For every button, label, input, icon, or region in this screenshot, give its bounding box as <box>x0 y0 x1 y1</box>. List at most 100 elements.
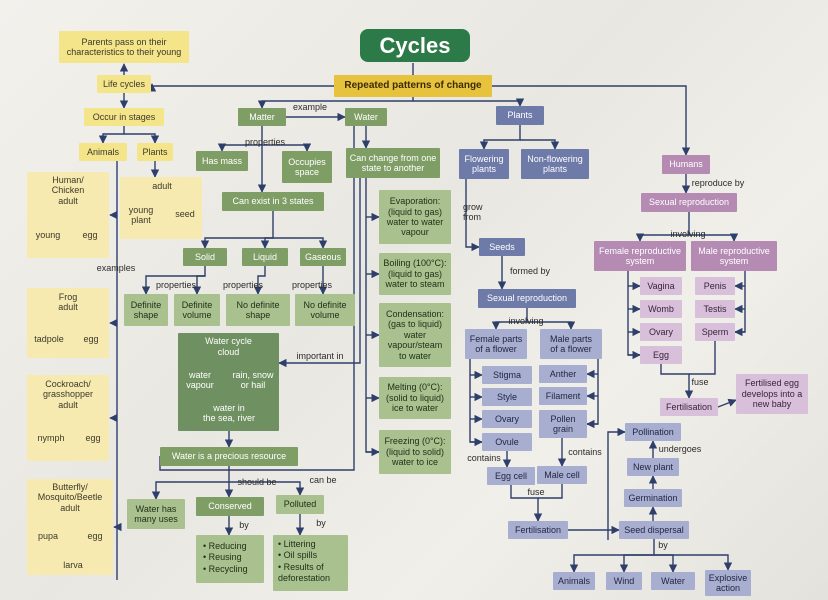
human-chicken-egg: egg <box>82 230 98 240</box>
occupies-space-node: Occupies space <box>282 151 332 183</box>
polluted-by-label: by <box>316 518 326 528</box>
seeds-node: Seeds <box>479 238 525 256</box>
water-cycle-box <box>178 333 279 431</box>
water-node: Water <box>345 108 387 126</box>
dispersal-animals-node: Animals <box>553 572 595 590</box>
repro-to-malesys <box>689 233 739 242</box>
butterfly-larva: larva <box>63 560 83 570</box>
conserved-by-label: by <box>239 520 249 530</box>
female-sys-spine <box>627 271 640 356</box>
matter-to-space <box>262 143 312 152</box>
dispersal-to-wind <box>619 554 654 573</box>
root-to-lifecycles <box>147 83 334 92</box>
plant-ovary-node: Ovary <box>482 410 532 428</box>
root-to-matter <box>257 97 414 109</box>
womb-node: Womb <box>640 300 682 318</box>
butterfly-title: Butterfly/ Mosquito/Beetle adult <box>37 482 103 513</box>
humans-node: Humans <box>662 155 710 174</box>
plant-involving-label: involving <box>508 316 544 326</box>
male-sys-spine <box>735 271 746 333</box>
animals-node: Animals <box>79 143 127 161</box>
formed-by-label: formed by <box>509 266 551 276</box>
examples-label: examples <box>96 263 136 273</box>
frog-title: Frog adult <box>58 292 78 313</box>
ovule-node: Ovule <box>482 433 532 451</box>
repro-to-male <box>527 321 576 330</box>
solid-to-shape <box>141 266 206 295</box>
human-ovary-node: Ovary <box>640 323 682 341</box>
stigma-node: Stigma <box>482 366 532 384</box>
precious-to-uses <box>151 466 230 500</box>
page-title: Cycles <box>360 29 470 62</box>
cockroach-title: Cockroach/ grasshopper adult <box>42 379 94 410</box>
repro-to-femalesys <box>635 212 690 242</box>
pollen-grain-node: Pollen grain <box>539 410 587 438</box>
liquid-to-shape <box>253 266 266 295</box>
root-to-plants <box>413 98 525 107</box>
new-plant-node: New plant <box>627 458 679 476</box>
contains-right-label: contains <box>568 447 602 457</box>
repro-to-female <box>491 308 528 330</box>
human-fuse-label: fuse <box>691 377 709 387</box>
contains-left-label: contains <box>467 453 501 463</box>
solid-node: Solid <box>183 248 227 266</box>
matter-node: Matter <box>238 108 286 126</box>
vagina-node: Vagina <box>640 277 682 295</box>
egg-to-fert <box>660 364 694 399</box>
gaseous-node: Gaseous <box>300 248 346 266</box>
pollution-causes-node <box>273 535 348 591</box>
water-cycle-cloud: cloud <box>217 347 240 357</box>
solid-properties-label: properties <box>155 280 197 290</box>
female-spine <box>469 359 482 443</box>
stages-to-animals <box>98 126 125 144</box>
frog-egg: egg <box>83 334 99 344</box>
water-cycle-sea: water in the sea, river <box>202 403 256 424</box>
should-be-label: should be <box>237 477 277 487</box>
human-chicken-cycle <box>27 172 109 258</box>
precious-resource-node: Water is a precious resource <box>160 447 298 466</box>
to-pollination <box>607 427 626 540</box>
pollination-node: Pollination <box>625 423 681 441</box>
testis-node: Testis <box>695 300 735 318</box>
male-system-node: Male reproductive system <box>691 241 777 271</box>
grow-from-label: grow from <box>463 202 483 223</box>
fertilised-egg-node: Fertilised egg develops into a new baby <box>736 374 808 414</box>
cockroach-egg: egg <box>85 433 101 443</box>
many-uses-node: Water has many uses <box>127 499 185 529</box>
human-chicken-young: young <box>35 230 61 240</box>
solid-to-volume <box>192 275 205 295</box>
properties-label-top: properties <box>244 137 286 147</box>
cockroach-cycle <box>27 375 109 461</box>
root-to-humans <box>492 85 691 156</box>
plant-sexual-reproduction-node: Sexual reproduction <box>478 289 576 308</box>
important-in-label: important in <box>296 351 344 361</box>
germination-node: Germination <box>624 489 682 507</box>
human-sexual-reproduction-node: Sexual reproduction <box>641 193 737 212</box>
dispersal-wind-node: Wind <box>606 572 642 590</box>
explosive-action-node: Explosive action <box>705 570 751 596</box>
male-parts-node: Male parts of a flower <box>540 329 602 359</box>
pollution-causes-list: • Littering • Oil spills • Results of de… <box>278 539 331 583</box>
change-spine <box>365 178 379 453</box>
style-node: Style <box>482 388 532 406</box>
sperm-node: Sperm <box>695 323 735 341</box>
no-definite-shape-node: No definite shape <box>226 294 290 326</box>
reproduce-by-label: reproduce by <box>691 178 745 188</box>
egg-cell-node: Egg cell <box>487 467 535 485</box>
melting-node: Melting (0°C): (solid to liquid) ice to … <box>379 377 451 419</box>
dispersal-to-explosive <box>654 554 733 571</box>
egg-fuse <box>510 485 543 522</box>
definite-shape-node: Definite shape <box>124 294 168 326</box>
change-to-watercycle <box>278 178 361 368</box>
plants-to-nonflowering <box>520 139 560 150</box>
plant-cycle-adult: adult <box>152 181 172 191</box>
conserved-node: Conserved <box>196 497 264 516</box>
precious-to-polluted <box>229 481 305 496</box>
flowering-plants-node: Flowering plants <box>459 149 509 179</box>
plant-cycle <box>120 177 202 239</box>
human-chicken-title: Human/ Chicken adult <box>51 175 85 206</box>
stages-to-plants <box>124 133 160 144</box>
matter-to-mass <box>217 143 262 152</box>
butterfly-egg: egg <box>87 531 103 541</box>
